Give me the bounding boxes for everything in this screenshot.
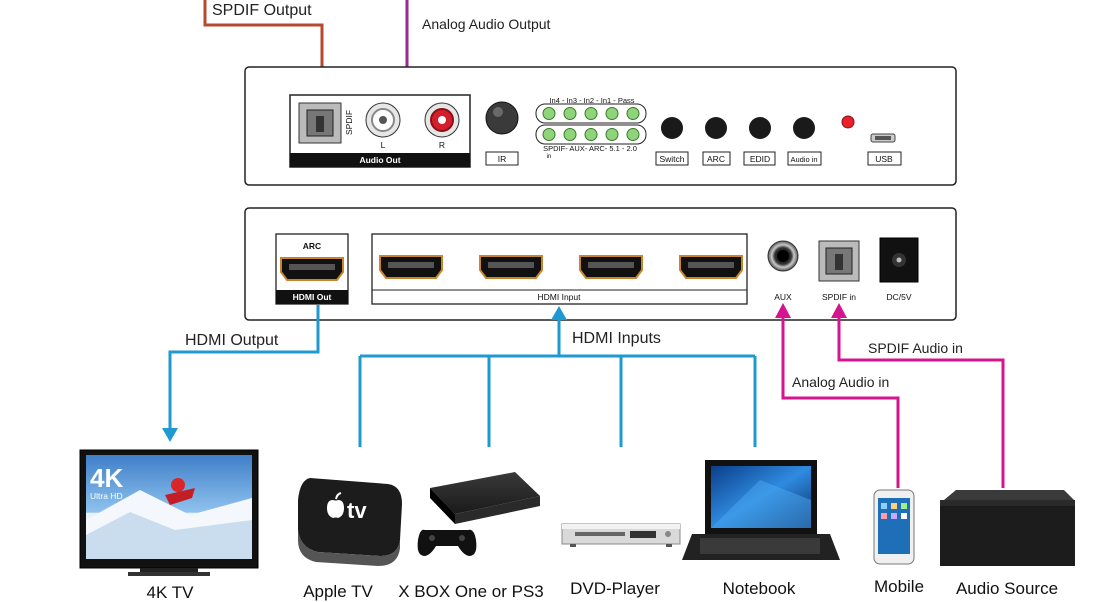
front-panel: Audio Out SPDIF L R IR In4 - In3 xyxy=(244,66,957,186)
led-aux xyxy=(563,128,577,141)
usb-port: USB xyxy=(867,133,902,166)
game-console-device xyxy=(417,472,540,556)
edid-button-knob[interactable] xyxy=(749,117,771,139)
gamepad-icon xyxy=(417,529,477,556)
ir-label: IR xyxy=(498,154,507,164)
arc-button[interactable]: ARC xyxy=(702,117,731,166)
led-top-row-label: In4 - In3 - In2 - In1 - Pass xyxy=(549,96,634,105)
led-bottom-row-label: SPDIF- AUX- ARC- 5.1 - 2.0 xyxy=(543,144,637,153)
hdmi-out-block: ARC HDMI Out xyxy=(275,233,349,305)
label-xbox-ps3: X BOX One or PS3 xyxy=(398,582,544,601)
led-2-0 xyxy=(626,128,640,141)
label-apple-tv: Apple TV xyxy=(303,582,373,601)
usb-label: USB xyxy=(875,154,893,164)
spdif-audio-in-label: SPDIF Audio in xyxy=(868,340,963,356)
edid-button-label: EDID xyxy=(750,154,770,164)
hdmi-output-label: HDMI Output xyxy=(185,332,279,349)
tv-badge: 4K xyxy=(90,463,123,493)
led-indicator-block: In4 - In3 - In2 - In1 - Pass SPDIF- AUX-… xyxy=(535,96,647,160)
ir-receiver-icon xyxy=(485,101,519,135)
hdmi-inputs-tree xyxy=(358,306,757,447)
dc-label: DC/5V xyxy=(886,292,911,302)
rear-panel: ARC HDMI Out HDMI Input AUX xyxy=(244,207,957,321)
led-in1 xyxy=(605,107,619,120)
led-in3 xyxy=(563,107,577,120)
aux-port: AUX xyxy=(767,240,799,302)
dvd-player-device xyxy=(561,523,681,547)
audio-out-title: Audio Out xyxy=(359,155,400,165)
apple-logo-icon xyxy=(327,500,344,518)
spdif-vertical-label: SPDIF xyxy=(344,110,354,135)
analog-audio-in-label: Analog Audio in xyxy=(792,374,889,390)
led-in4 xyxy=(542,107,556,120)
audio-out-block: Audio Out SPDIF L R xyxy=(289,94,471,168)
ir-sensor: IR xyxy=(485,101,519,166)
led-in2 xyxy=(584,107,598,120)
spdif-in-label: SPDIF in xyxy=(822,292,856,302)
tv-device: 4K Ultra HD xyxy=(79,449,259,576)
label-mobile: Mobile xyxy=(874,577,924,596)
spdif-output-label: SPDIF Output xyxy=(212,2,312,19)
analog-audio-output-label: Analog Audio Output xyxy=(422,16,551,32)
dc-power-port: DC/5V xyxy=(879,237,919,302)
hdmi-out-label: HDMI Out xyxy=(293,292,332,302)
switch-button[interactable]: Switch xyxy=(655,117,689,166)
led-pass xyxy=(626,107,640,120)
hdmi-input-block: HDMI Input xyxy=(371,233,748,305)
led-arc xyxy=(584,128,598,141)
audio-in-button[interactable]: Audio in xyxy=(787,117,822,166)
led-5-1 xyxy=(605,128,619,141)
edid-button[interactable]: EDID xyxy=(743,117,776,166)
hdmi-output-line xyxy=(162,305,320,442)
led-bottom-sub-label: in xyxy=(547,154,552,160)
switch-button-label: Switch xyxy=(659,154,684,164)
mobile-device xyxy=(873,489,915,565)
arc-button-knob[interactable] xyxy=(705,117,727,139)
label-dvd-player: DVD-Player xyxy=(570,579,660,598)
rca-left-label: L xyxy=(381,140,386,150)
label-notebook: Notebook xyxy=(723,579,796,598)
audio-in-button-knob[interactable] xyxy=(793,117,815,139)
label-4k-tv: 4K TV xyxy=(147,583,195,602)
rca-right-label: R xyxy=(439,140,445,150)
label-audio-source: Audio Source xyxy=(956,579,1058,598)
spdif-audio-in-line xyxy=(831,303,1005,488)
apple-tv-logo-text: tv xyxy=(347,498,367,523)
analog-audio-in-line xyxy=(775,303,900,488)
skier-icon xyxy=(171,478,185,492)
switch-button-knob[interactable] xyxy=(661,117,683,139)
arc-label: ARC xyxy=(303,241,321,251)
led-spdif-in xyxy=(542,128,556,141)
notebook-device xyxy=(682,460,840,560)
hdmi-input-label: HDMI Input xyxy=(538,292,582,302)
spdif-in-port: SPDIF in xyxy=(818,240,860,302)
aux-label: AUX xyxy=(774,292,792,302)
apple-tv-device: tv xyxy=(298,478,402,566)
arc-button-label: ARC xyxy=(707,154,725,164)
spdif-output-line xyxy=(203,0,324,95)
hdmi-inputs-label: HDMI Inputs xyxy=(572,330,661,347)
power-led xyxy=(841,115,855,129)
audio-in-button-label: Audio in xyxy=(790,155,817,164)
audio-source-device xyxy=(940,490,1075,566)
tv-sub: Ultra HD xyxy=(90,491,123,501)
